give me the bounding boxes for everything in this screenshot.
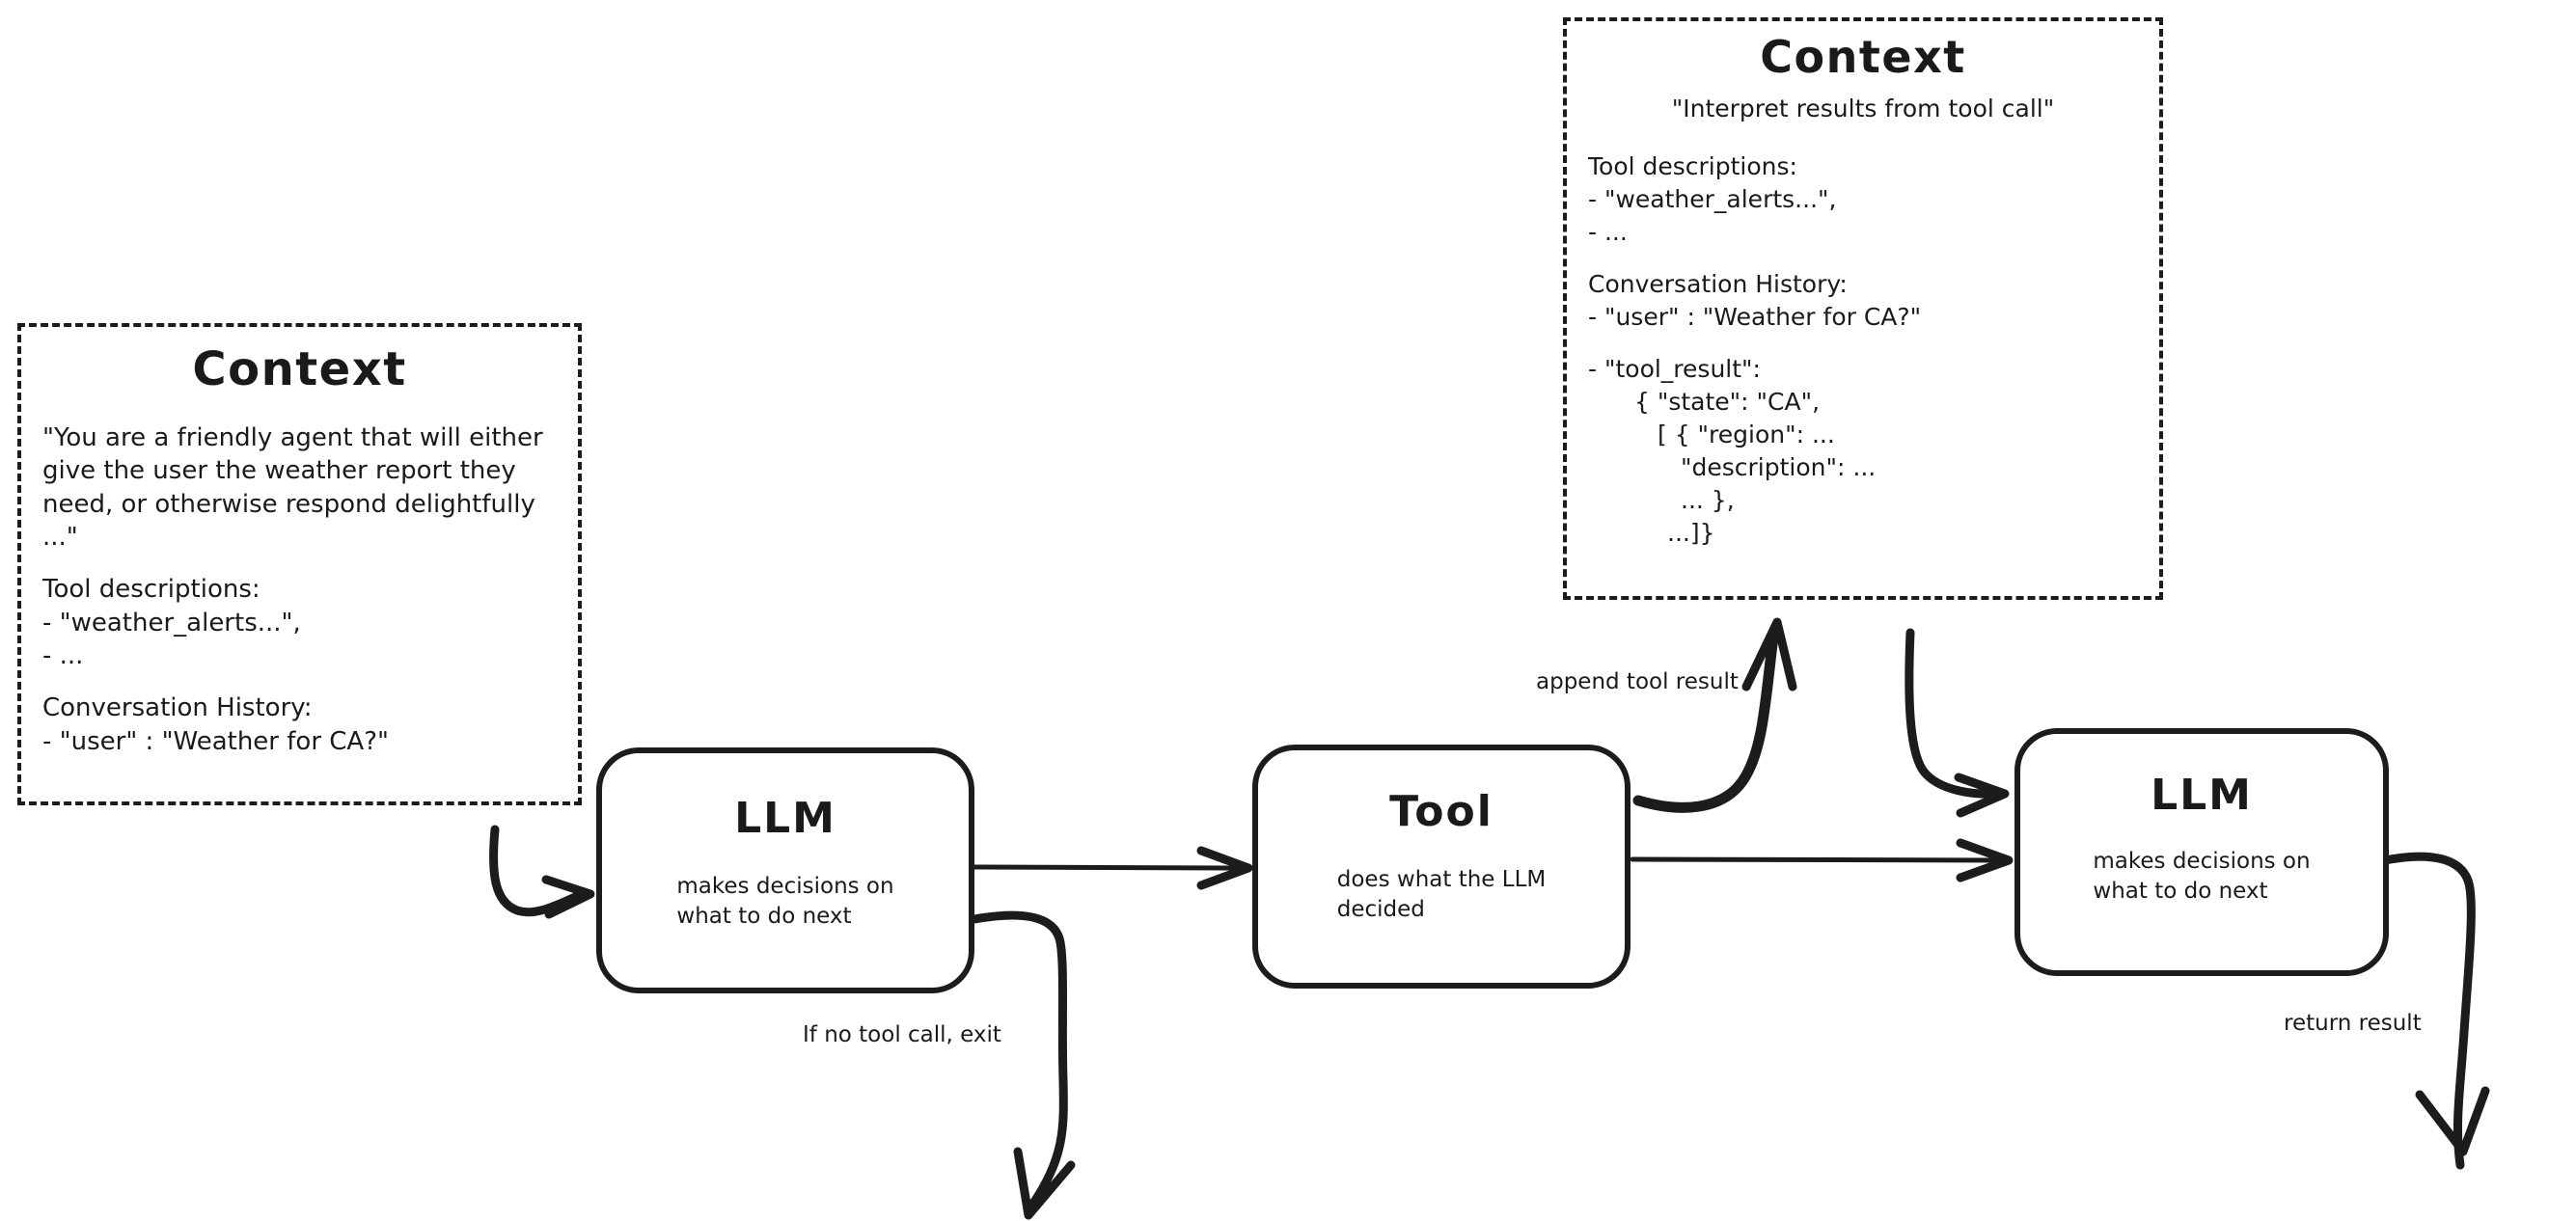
edge-label-if-no-tool-call-exit: If no tool call, exit (803, 1022, 1001, 1047)
context-right-conversation-0: - "user" : "Weather for CA?" (1588, 303, 1922, 331)
context-right-tool-result-line-3: ... }, (1681, 486, 1735, 514)
node-tool-subtitle-line-2: decided (1336, 897, 1425, 923)
arrow-llm1-to-tool (966, 846, 1253, 890)
context-right-tool-result-line-2: "description": ... (1681, 453, 1877, 481)
edge-label-append-tool-result: append tool result (1536, 669, 1739, 694)
context-left-tool-descriptions-heading: Tool descriptions: (42, 575, 260, 605)
arrow-llm1-exit (970, 910, 1076, 1220)
context-left-conversation-heading: Conversation History: (42, 693, 313, 723)
node-llm-2-subtitle: makes decisions on what to do next (2020, 847, 2383, 907)
node-llm-1[interactable]: LLM makes decisions on what to do next (596, 747, 974, 993)
node-llm-1-subtitle: makes decisions on what to do next (602, 872, 969, 932)
arrow-tool-to-llm2 (1630, 838, 2014, 882)
context-right-tool-result-line-1: [ { "region": ... (1658, 421, 1835, 448)
node-tool-subtitle: does what the LLM decided (1258, 865, 1625, 925)
context-right-tool-descriptions-heading: Tool descriptions: (1588, 152, 1797, 180)
node-llm-2-subtitle-text: makes decisions on what to do next (2093, 847, 2310, 907)
edge-label-return-result: return result (2284, 1011, 2422, 1036)
context-panel-left: Context "You are a friendly agent that w… (17, 323, 582, 805)
node-llm-1-subtitle-line-2: what to do next (676, 904, 852, 930)
context-right-system-prompt: "Interpret results from tool call" (1671, 95, 2055, 122)
node-llm-1-subtitle-line-1: makes decisions on (676, 874, 894, 899)
node-llm-1-title: LLM (734, 794, 836, 843)
node-tool-subtitle-line-1: does what the LLM (1336, 867, 1547, 892)
node-llm-1-subtitle-text: makes decisions on what to do next (676, 872, 893, 932)
context-right-tool-result-line-4: ...]} (1667, 519, 1715, 547)
context-left-conversation-0: - "user" : "Weather for CA?" (42, 726, 389, 756)
context-right-heading: Context (1760, 31, 1966, 83)
context-left-body: "You are a friendly agent that will eith… (21, 396, 578, 758)
spacer (1588, 334, 2138, 353)
context-right-tool-result-line-0: { "state": "CA", (1634, 388, 1821, 416)
context-right-conversation-heading: Conversation History: (1588, 270, 1848, 298)
context-left-tool-description-0: - "weather_alerts...", (42, 608, 301, 638)
context-right-tool-description-1: - ... (1588, 218, 1628, 246)
node-tool-title: Tool (1389, 787, 1494, 836)
node-tool-subtitle-text: does what the LLM decided (1337, 865, 1546, 925)
context-right-tool-result-label: - "tool_result": (1588, 355, 1761, 383)
context-right-body: "Interpret results from tool call" Tool … (1567, 83, 2159, 550)
context-panel-right: Context "Interpret results from tool cal… (1563, 17, 2163, 600)
node-llm-2-subtitle-line-1: makes decisions on (2093, 849, 2311, 874)
spacer (1588, 249, 2138, 268)
arrow-context-left-to-llm1 (489, 825, 595, 919)
context-left-tool-description-1: - ... (42, 640, 84, 670)
node-tool[interactable]: Tool does what the LLM decided (1252, 745, 1631, 989)
spacer (42, 672, 557, 692)
node-llm-2-subtitle-line-2: what to do next (2093, 879, 2268, 905)
node-llm-2[interactable]: LLM makes decisions on what to do next (2014, 728, 2389, 976)
node-llm-2-title: LLM (2151, 771, 2253, 820)
context-left-system-prompt: "You are a friendly agent that will eith… (42, 423, 543, 552)
context-right-tool-description-0: - "weather_alerts...", (1588, 185, 1837, 213)
arrow-tool-to-context-right (1632, 617, 1797, 813)
arrow-context-right-to-llm2 (1905, 628, 2010, 818)
context-left-heading: Context (192, 342, 407, 396)
